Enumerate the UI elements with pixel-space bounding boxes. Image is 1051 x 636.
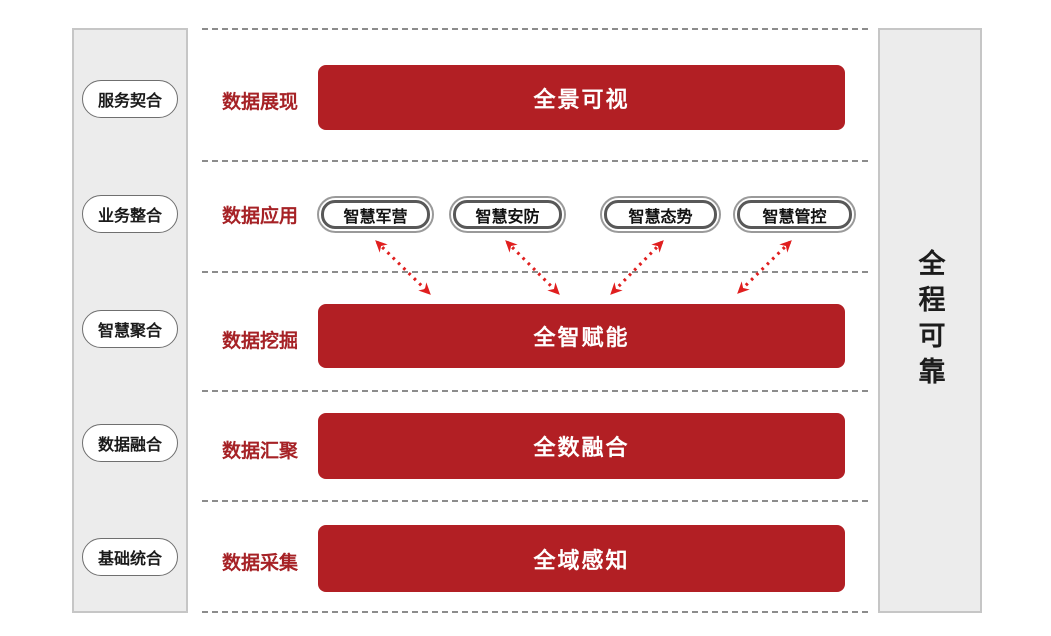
left-pill-business-integration: 业务整合 <box>82 195 178 233</box>
right-panel-label: 全程可靠 <box>914 248 945 393</box>
dotted-divider <box>202 271 868 273</box>
double-arrow-smart-barracks <box>375 240 431 295</box>
double-arrow-smart-security <box>505 240 560 295</box>
left-pill-data-fusion: 数据融合 <box>82 424 178 462</box>
app-button-smart-barracks: 智慧军营 <box>317 196 434 233</box>
app-button-label: 智慧管控 <box>737 200 852 229</box>
dotted-divider <box>202 611 868 613</box>
layer-label-data-presentation: 数据展现 <box>222 92 299 113</box>
dotted-divider <box>202 390 868 392</box>
layer-bar-full-domain-sensing: 全域感知 <box>318 525 845 592</box>
layer-label-data-convergence: 数据汇聚 <box>222 441 299 462</box>
left-pill-label: 基础统合 <box>97 551 162 568</box>
left-pill-basic-unification: 基础统合 <box>82 538 178 576</box>
left-pill-wisdom-aggregation: 智慧聚合 <box>82 310 178 348</box>
layer-bar-full-intelligence: 全智赋能 <box>318 304 845 368</box>
app-button-smart-control: 智慧管控 <box>733 196 856 233</box>
app-button-smart-security: 智慧安防 <box>449 196 566 233</box>
app-button-smart-situation: 智慧态势 <box>600 196 721 233</box>
layer-bar-full-data-fusion: 全数融合 <box>318 413 845 479</box>
app-button-label: 智慧安防 <box>453 200 562 229</box>
double-arrow-smart-situation <box>610 240 664 295</box>
dotted-divider <box>202 500 868 502</box>
app-button-label: 智慧态势 <box>604 200 717 229</box>
app-button-label: 智慧军营 <box>321 200 430 229</box>
layer-label-data-application: 数据应用 <box>222 206 299 227</box>
layer-label-data-mining: 数据挖掘 <box>222 331 299 352</box>
dotted-divider <box>202 160 868 162</box>
left-panel: 服务契合 业务整合 智慧聚合 数据融合 基础统合 <box>72 28 188 613</box>
right-panel: 全程可靠 <box>878 28 982 613</box>
layer-label-data-collection: 数据采集 <box>222 553 299 574</box>
left-pill-label: 数据融合 <box>97 437 162 454</box>
double-arrow-smart-control <box>737 240 792 294</box>
left-pill-label: 智慧聚合 <box>97 323 162 340</box>
left-pill-label: 服务契合 <box>97 93 162 110</box>
left-pill-service-fit: 服务契合 <box>82 80 178 118</box>
left-pill-label: 业务整合 <box>97 208 162 225</box>
dotted-divider <box>202 28 868 30</box>
layer-bar-panoramic-visibility: 全景可视 <box>318 65 845 130</box>
